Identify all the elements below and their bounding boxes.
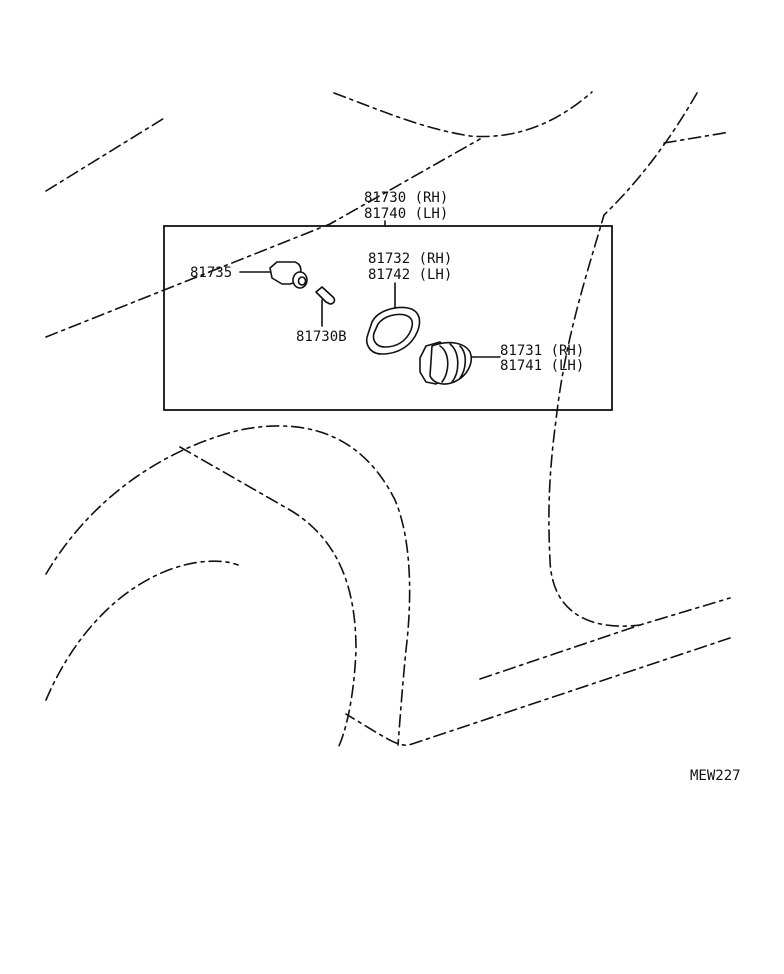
gasket-inner-ring bbox=[372, 313, 414, 348]
roof-curve-line bbox=[333, 91, 593, 138]
bulb-label: 81730B bbox=[296, 329, 347, 345]
hood-diagonal-line bbox=[45, 138, 481, 338]
upper-left-line bbox=[45, 116, 167, 192]
lens-face bbox=[429, 341, 472, 385]
gasket-lh-label: 81742 (LH) bbox=[368, 267, 452, 283]
lens-rib-2 bbox=[449, 343, 459, 383]
rocker-upper-line bbox=[479, 624, 641, 680]
lens-rib-3 bbox=[459, 345, 467, 379]
assy-lh-label: 81740 (LH) bbox=[364, 206, 448, 222]
pillar-branch-line bbox=[663, 131, 731, 144]
lens-rh-label: 81731 (RH) bbox=[500, 343, 584, 359]
socket-tip bbox=[297, 276, 307, 286]
socket-part bbox=[269, 261, 308, 289]
wheel-arch-outer-line bbox=[45, 425, 411, 746]
wheel-arch-inner-line bbox=[45, 560, 239, 701]
figure-code: MEW227 bbox=[690, 768, 741, 784]
assembly-box bbox=[163, 225, 613, 411]
pillar-line bbox=[548, 92, 731, 627]
body-outline bbox=[45, 91, 731, 751]
gasket-rh-label: 81732 (RH) bbox=[368, 251, 452, 267]
fender-edge-line bbox=[179, 446, 357, 751]
bulb-glass bbox=[315, 286, 336, 305]
lens-part bbox=[419, 341, 472, 385]
gasket-part bbox=[366, 306, 421, 355]
socket-label: 81735 bbox=[190, 265, 232, 281]
assy-rh-label: 81730 (RH) bbox=[364, 190, 448, 206]
bulb-part bbox=[315, 286, 336, 305]
lens-lh-label: 81741 (LH) bbox=[500, 358, 584, 374]
rocker-lower-line bbox=[345, 637, 731, 746]
lens-rib-1 bbox=[439, 345, 449, 383]
